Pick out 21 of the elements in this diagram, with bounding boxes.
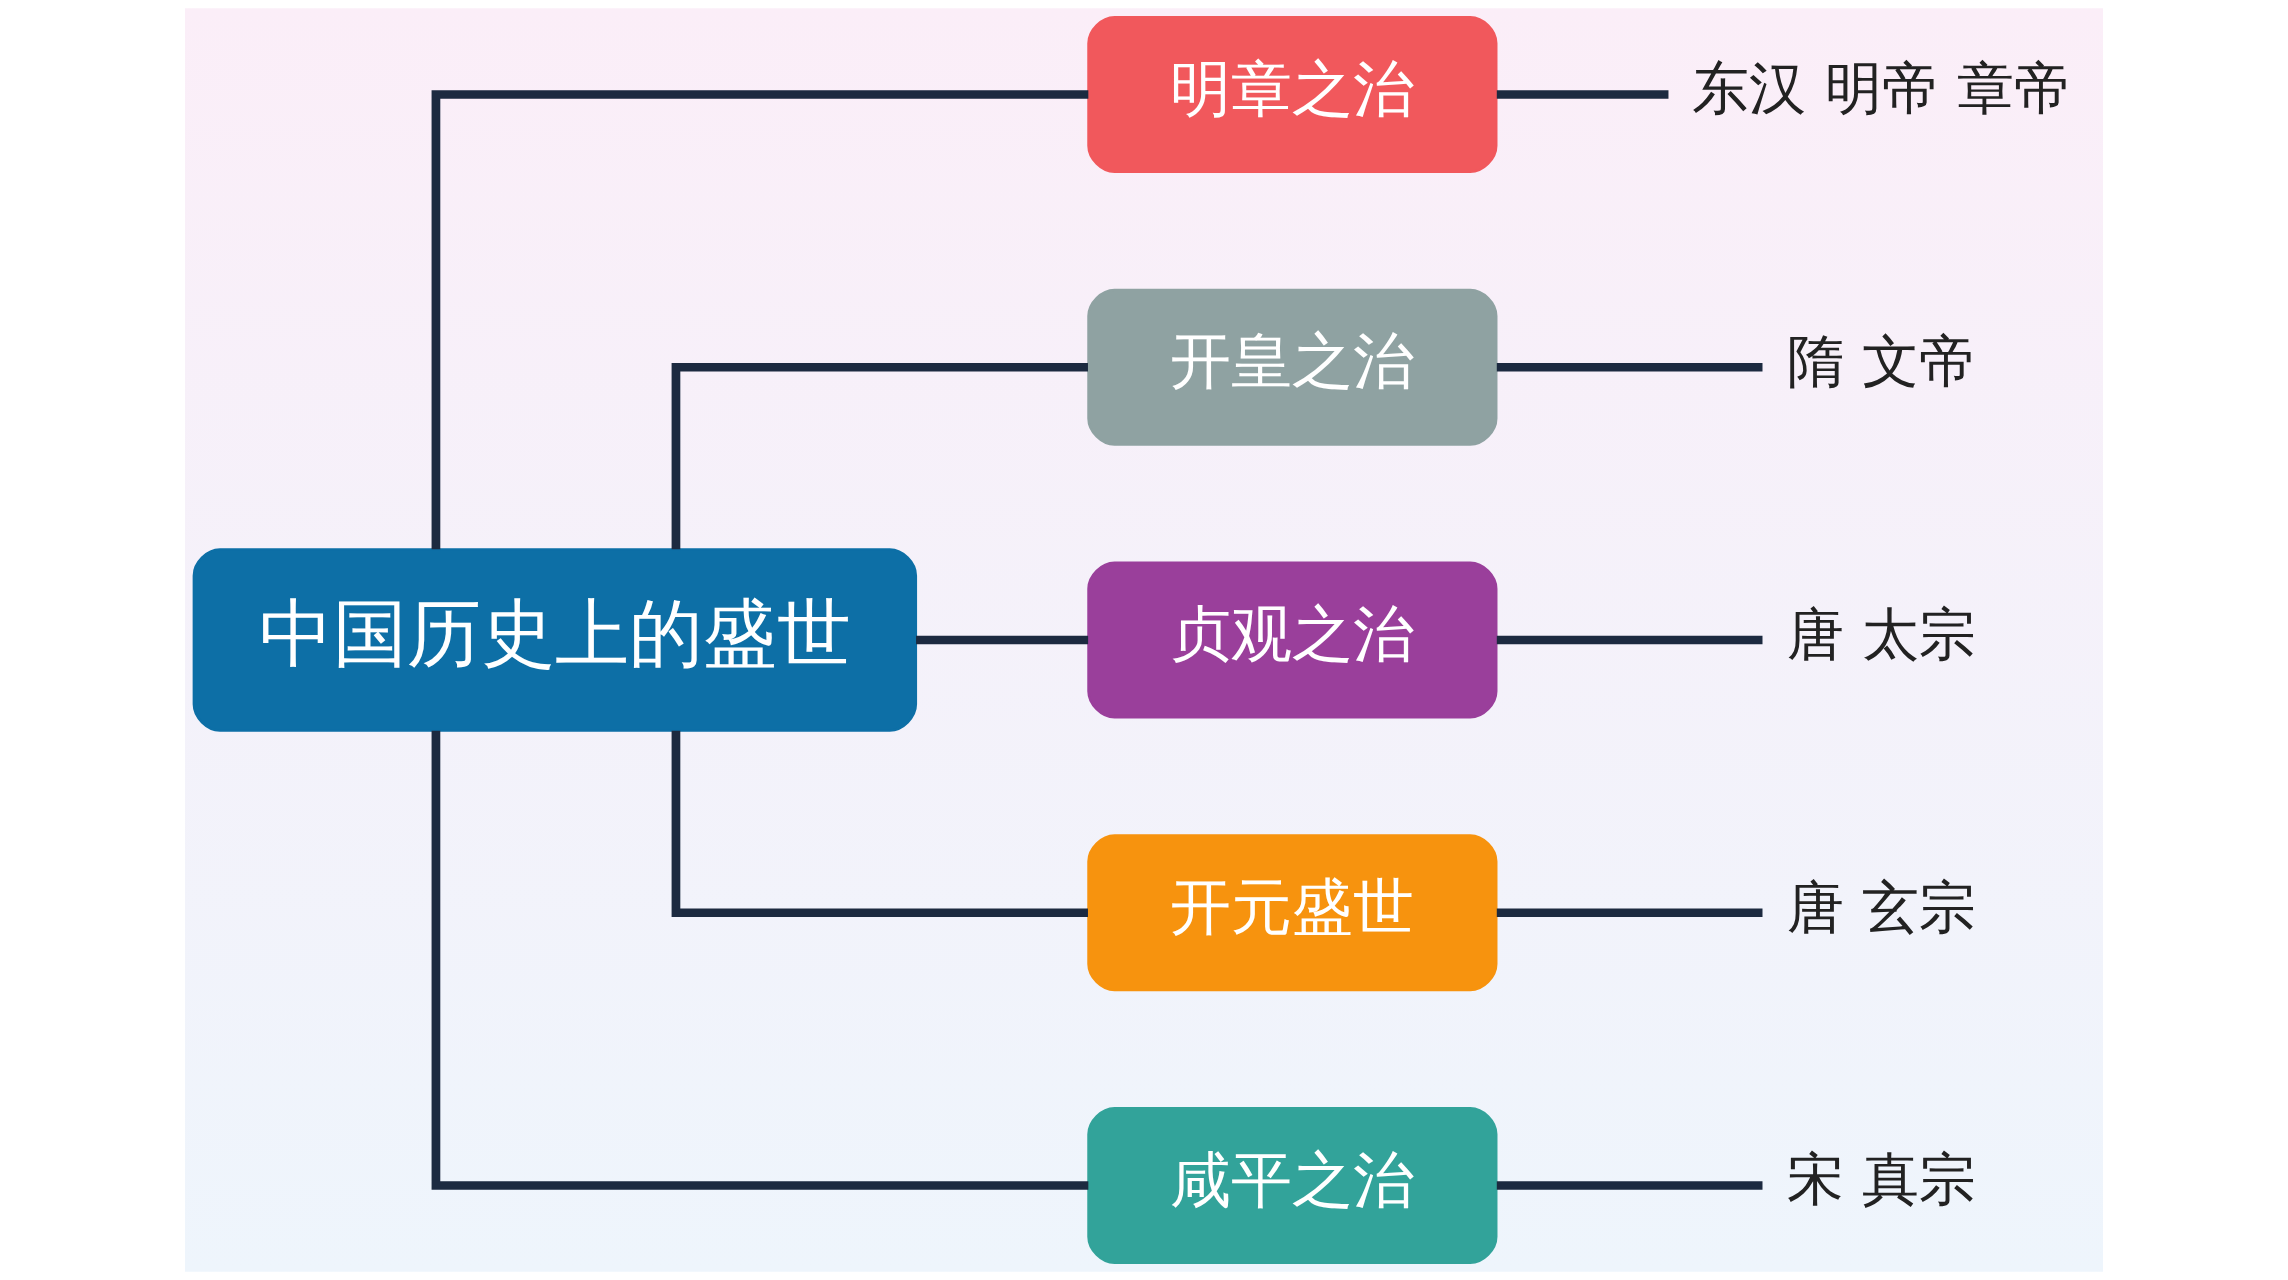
node-text: 东汉 明帝 章帝 [1692, 55, 2071, 122]
connector [671, 730, 1088, 918]
node-text: 宋 真宗 [1787, 1146, 1977, 1213]
connector [431, 90, 1089, 550]
node-box: 中国历史上的盛世 [192, 548, 918, 732]
connector [431, 730, 1089, 1190]
connector [1496, 635, 1763, 645]
node-text: 唐 玄宗 [1787, 873, 1977, 940]
node-text: 唐 太宗 [1787, 600, 1977, 667]
node-box: 咸平之治 [1087, 1106, 1498, 1265]
connector [916, 635, 1089, 645]
connector [671, 362, 1088, 550]
connector [1496, 908, 1763, 918]
node-box: 开元盛世 [1087, 834, 1498, 992]
connector [1496, 1181, 1763, 1190]
connector [1496, 90, 1669, 99]
connector [1496, 362, 1763, 372]
node-box: 明章之治 [1087, 15, 1498, 174]
node-box: 开皇之治 [1087, 288, 1498, 446]
node-box: 贞观之治 [1087, 561, 1498, 719]
node-text: 隋 文帝 [1787, 327, 1977, 394]
